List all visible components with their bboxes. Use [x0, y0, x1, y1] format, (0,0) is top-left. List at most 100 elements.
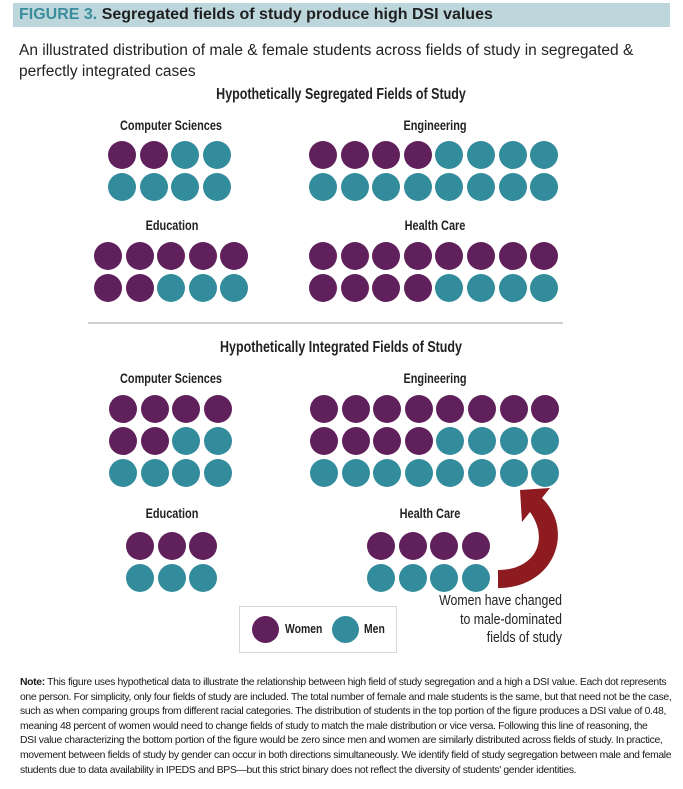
man-dot: [530, 141, 559, 169]
woman-dot: [461, 532, 490, 560]
note-line: DSI value characterizing the bottom port…: [20, 735, 663, 747]
man-dot: [203, 427, 232, 455]
man-dot: [498, 141, 527, 169]
legend-men-swatch: [332, 616, 359, 643]
man-dot: [404, 459, 433, 487]
woman-dot: [398, 532, 427, 560]
man-dot: [468, 427, 496, 455]
note-line: This figure uses hypothetical data to il…: [47, 677, 667, 688]
note-label: Note:: [20, 677, 45, 688]
man-dot: [140, 459, 169, 487]
man-dot: [172, 459, 201, 487]
man-dot: [468, 459, 496, 487]
woman-dot: [373, 427, 402, 455]
man-dot: [499, 427, 528, 455]
figure-label: FIGURE 3.: [19, 6, 98, 23]
man-dot: [498, 274, 527, 302]
woman-dot: [125, 274, 154, 302]
man-dot: [367, 564, 395, 592]
woman-dot: [139, 141, 168, 169]
int-eng-label: Engineering: [403, 370, 467, 386]
woman-dot: [157, 532, 186, 560]
integrated-heading: Hypothetically Integrated Fields of Stud…: [219, 339, 462, 356]
seg-edu-label: Education: [145, 217, 199, 233]
man-dot: [203, 459, 232, 487]
annotation-line: to male-dominated: [460, 610, 562, 628]
note: Note: This figure uses hypothetical data…: [20, 676, 680, 778]
seg-health-label: Health Care: [404, 217, 466, 233]
man-dot: [436, 427, 465, 455]
woman-dot: [310, 395, 338, 423]
man-dot: [435, 141, 464, 169]
woman-dot: [530, 242, 559, 270]
man-dot: [498, 173, 527, 201]
int-cs-label: Computer Sciences: [120, 370, 222, 386]
man-dot: [531, 427, 560, 455]
man-dot: [403, 173, 432, 201]
man-dot: [499, 459, 528, 487]
man-dot: [372, 173, 401, 201]
woman-dot: [498, 242, 527, 270]
woman-dot: [109, 427, 137, 455]
woman-dot: [531, 395, 560, 423]
man-dot: [157, 274, 186, 302]
annotation-line: fields of study: [486, 629, 562, 646]
man-dot: [340, 173, 369, 201]
man-dot: [189, 564, 218, 592]
man-dot: [373, 459, 402, 487]
woman-dot: [94, 242, 122, 270]
woman-dot: [189, 532, 218, 560]
man-dot: [398, 564, 427, 592]
woman-dot: [404, 395, 433, 423]
man-dot: [188, 274, 217, 302]
woman-dot: [372, 274, 401, 302]
man-dot: [220, 274, 249, 302]
woman-dot: [403, 274, 432, 302]
woman-dot: [436, 395, 465, 423]
curved-arrow-icon: [498, 488, 558, 588]
note-line: such as when comparing groups from diffe…: [20, 706, 666, 718]
woman-dot: [109, 395, 137, 423]
woman-dot: [340, 242, 369, 270]
man-dot: [109, 459, 137, 487]
man-dot: [435, 173, 464, 201]
man-dot: [171, 141, 200, 169]
figure-header: FIGURE 3. Segregated fields of study pro…: [13, 3, 670, 27]
man-dot: [467, 173, 495, 201]
woman-dot: [430, 532, 459, 560]
man-dot: [530, 274, 559, 302]
woman-dot: [341, 395, 370, 423]
woman-dot: [467, 242, 495, 270]
man-dot: [202, 141, 231, 169]
man-dot: [309, 173, 337, 201]
woman-dot: [188, 242, 217, 270]
man-dot: [467, 274, 495, 302]
woman-dot: [125, 242, 154, 270]
figure-subtitle: An illustrated distribution of male & fe…: [19, 42, 634, 80]
woman-dot: [372, 242, 401, 270]
int-edu-label: Education: [145, 505, 199, 521]
int-health-label: Health Care: [399, 505, 461, 521]
woman-dot: [172, 395, 201, 423]
woman-dot: [372, 141, 401, 169]
seg-eng-label: Engineering: [403, 117, 467, 133]
annotation-line: Women have changed: [439, 592, 562, 609]
woman-dot: [309, 242, 337, 270]
note-line: movement between fields of study by gend…: [20, 749, 672, 761]
woman-dot: [220, 242, 249, 270]
segregated-heading: Hypothetically Segregated Fields of Stud…: [216, 86, 466, 103]
man-dot: [341, 459, 370, 487]
legend-men-label: Men: [364, 621, 385, 636]
legend: Women Men: [239, 606, 397, 653]
woman-dot: [309, 274, 337, 302]
man-dot: [435, 274, 464, 302]
woman-dot: [310, 427, 338, 455]
woman-dot: [367, 532, 395, 560]
woman-dot: [157, 242, 186, 270]
man-dot: [108, 173, 136, 201]
man-dot: [202, 173, 231, 201]
woman-dot: [403, 141, 432, 169]
note-line: students due to data availability in IPE…: [20, 764, 577, 776]
woman-dot: [140, 395, 169, 423]
woman-dot: [499, 395, 528, 423]
